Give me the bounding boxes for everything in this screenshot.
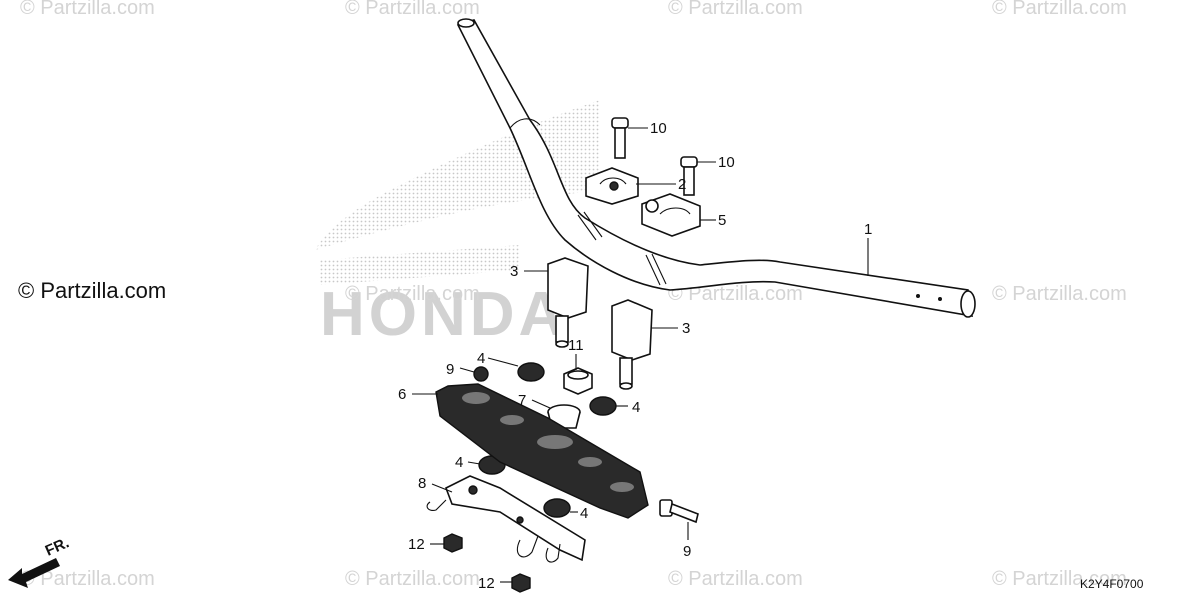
watermark-text: © Partzilla.com <box>345 283 480 305</box>
watermark-text: © Partzilla.com <box>20 568 155 590</box>
bracket-part-8[interactable] <box>426 475 586 563</box>
callout-6: 6 <box>398 386 406 403</box>
washer-part-9a[interactable] <box>473 366 489 382</box>
callout-9: 9 <box>446 361 454 378</box>
callout-10: 10 <box>650 120 667 137</box>
watermark-text: © Partzilla.com <box>992 283 1127 305</box>
callout-5: 5 <box>718 212 726 229</box>
callout-4: 4 <box>477 350 485 367</box>
front-label: FR. <box>43 534 72 559</box>
callout-1: 1 <box>864 221 872 238</box>
callout-3: 3 <box>510 263 518 280</box>
front-arrow-icon <box>8 558 60 588</box>
lower-holder-part-3b[interactable] <box>611 299 653 390</box>
diagram-code: K2Y4F0700 <box>1080 577 1144 591</box>
callout-10: 10 <box>718 154 735 171</box>
callout-9: 9 <box>683 543 691 560</box>
callout-2: 2 <box>678 176 686 193</box>
callout-12: 12 <box>478 575 495 592</box>
watermark-text: © Partzilla.com <box>668 283 803 305</box>
callout-leaders <box>412 127 869 583</box>
upper-holder-part-2[interactable] <box>585 167 639 205</box>
cushion-part-4a[interactable] <box>517 362 545 382</box>
watermark-main-text: © Partzilla.com <box>18 278 166 303</box>
handlebar-part-1[interactable] <box>456 18 976 318</box>
callout-12: 12 <box>408 536 425 553</box>
watermark-text: © Partzilla.com <box>668 0 803 19</box>
cushion-part-4d[interactable] <box>543 498 571 518</box>
watermark-text: © Partzilla.com <box>345 568 480 590</box>
bolt-part-10a[interactable] <box>611 117 629 159</box>
callout-8: 8 <box>418 475 426 492</box>
bolt-part-9b[interactable] <box>659 499 699 524</box>
nut-part-12a[interactable] <box>443 533 463 553</box>
callout-4: 4 <box>632 399 640 416</box>
callout-4: 4 <box>455 454 463 471</box>
nut-part-12b[interactable] <box>511 573 531 593</box>
callout-3: 3 <box>682 320 690 337</box>
top-bridge-part-6[interactable] <box>435 383 649 519</box>
watermark-text: © Partzilla.com <box>992 0 1127 19</box>
callout-7: 7 <box>518 392 526 409</box>
nut-part-11[interactable] <box>563 367 593 395</box>
honda-logo-text: HONDA <box>320 280 567 349</box>
callout-11: 11 <box>568 337 584 354</box>
watermark-text: © Partzilla.com <box>345 0 480 19</box>
watermark-text: © Partzilla.com <box>668 568 803 590</box>
upper-holder-part-5[interactable] <box>641 193 701 237</box>
watermark-text: © Partzilla.com <box>20 0 155 19</box>
watermarks: © Partzilla.com © Partzilla.com © Partzi… <box>18 0 1127 590</box>
callout-labels: 10 10 2 5 1 3 3 11 4 9 6 7 4 4 8 4 9 12 … <box>398 120 872 592</box>
watermark-text: © Partzilla.com <box>992 568 1127 590</box>
cushion-part-4b[interactable] <box>589 396 617 416</box>
callout-4: 4 <box>580 505 588 522</box>
lower-holder-part-3a[interactable] <box>547 257 589 348</box>
